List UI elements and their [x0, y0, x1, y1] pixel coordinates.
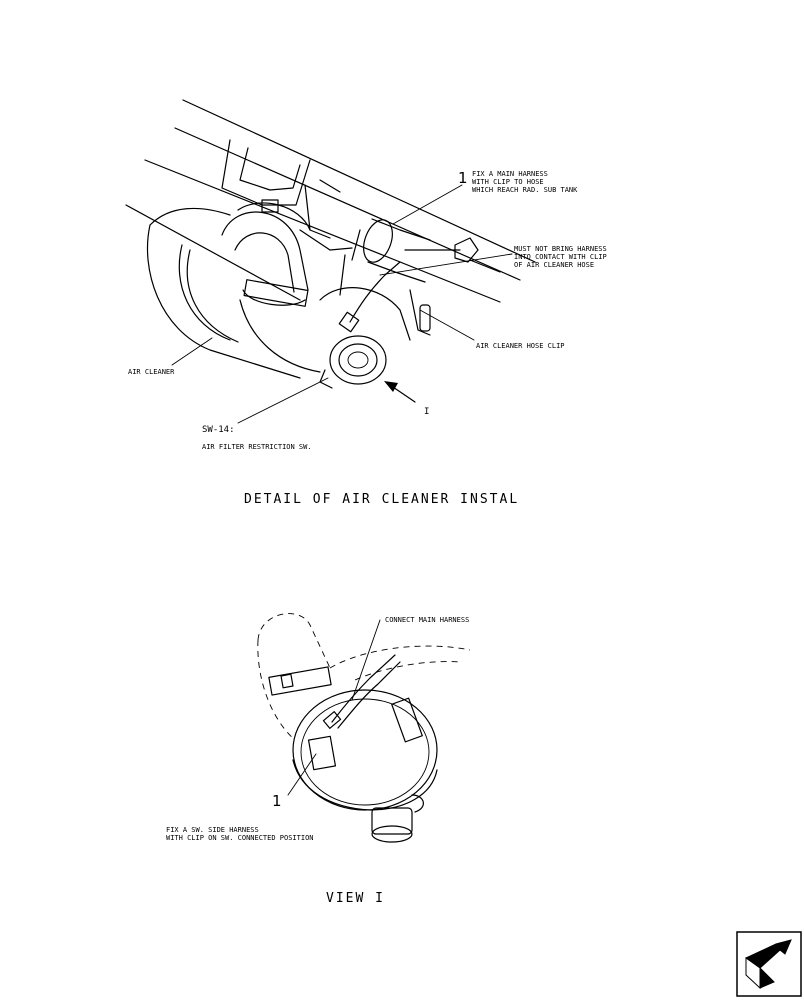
view-direction-arrow	[384, 381, 416, 403]
detail-leader-lines	[171, 184, 513, 424]
callout-1-line-3: WHICH REACH RAD. SUB TANK	[472, 186, 578, 194]
side-harness-line-1: FIX A SW. SIDE HARNESS	[166, 826, 259, 834]
warning-line-2: INTO CONTACT WITH CLIP	[514, 253, 607, 261]
view-marker: I	[424, 407, 429, 417]
warning-line-3: OF AIR CLEANER HOSE	[514, 261, 594, 269]
air-cleaner-label: AIR CLEANER	[128, 368, 175, 376]
callout-1-line-2: WITH CLIP TO HOSE	[472, 178, 544, 186]
air-cleaner-assembly-drawing	[125, 99, 536, 389]
view-leader-lines	[287, 619, 381, 796]
detail-callout-number: 1	[458, 169, 468, 187]
next-page-arrow-icon[interactable]	[736, 931, 802, 997]
side-harness-line-2: WITH CLIP ON SW. CONNECTED POSITION	[166, 834, 314, 842]
view-i-drawing	[257, 613, 471, 843]
detail-title: DETAIL OF AIR CLEANER INSTAL	[244, 492, 519, 507]
view-title: VIEW I	[326, 891, 385, 906]
warning-line-1: MUST NOT BRING HARNESS	[514, 245, 607, 253]
view-callout-number: 1	[272, 792, 282, 810]
switch-label: AIR FILTER RESTRICTION SW.	[202, 443, 312, 451]
hose-clip-label: AIR CLEANER HOSE CLIP	[476, 342, 565, 350]
connect-harness-label: CONNECT MAIN HARNESS	[385, 616, 469, 624]
switch-code: SW-14:	[202, 425, 235, 435]
callout-1-line-1: FIX A MAIN HARNESS	[472, 170, 548, 178]
